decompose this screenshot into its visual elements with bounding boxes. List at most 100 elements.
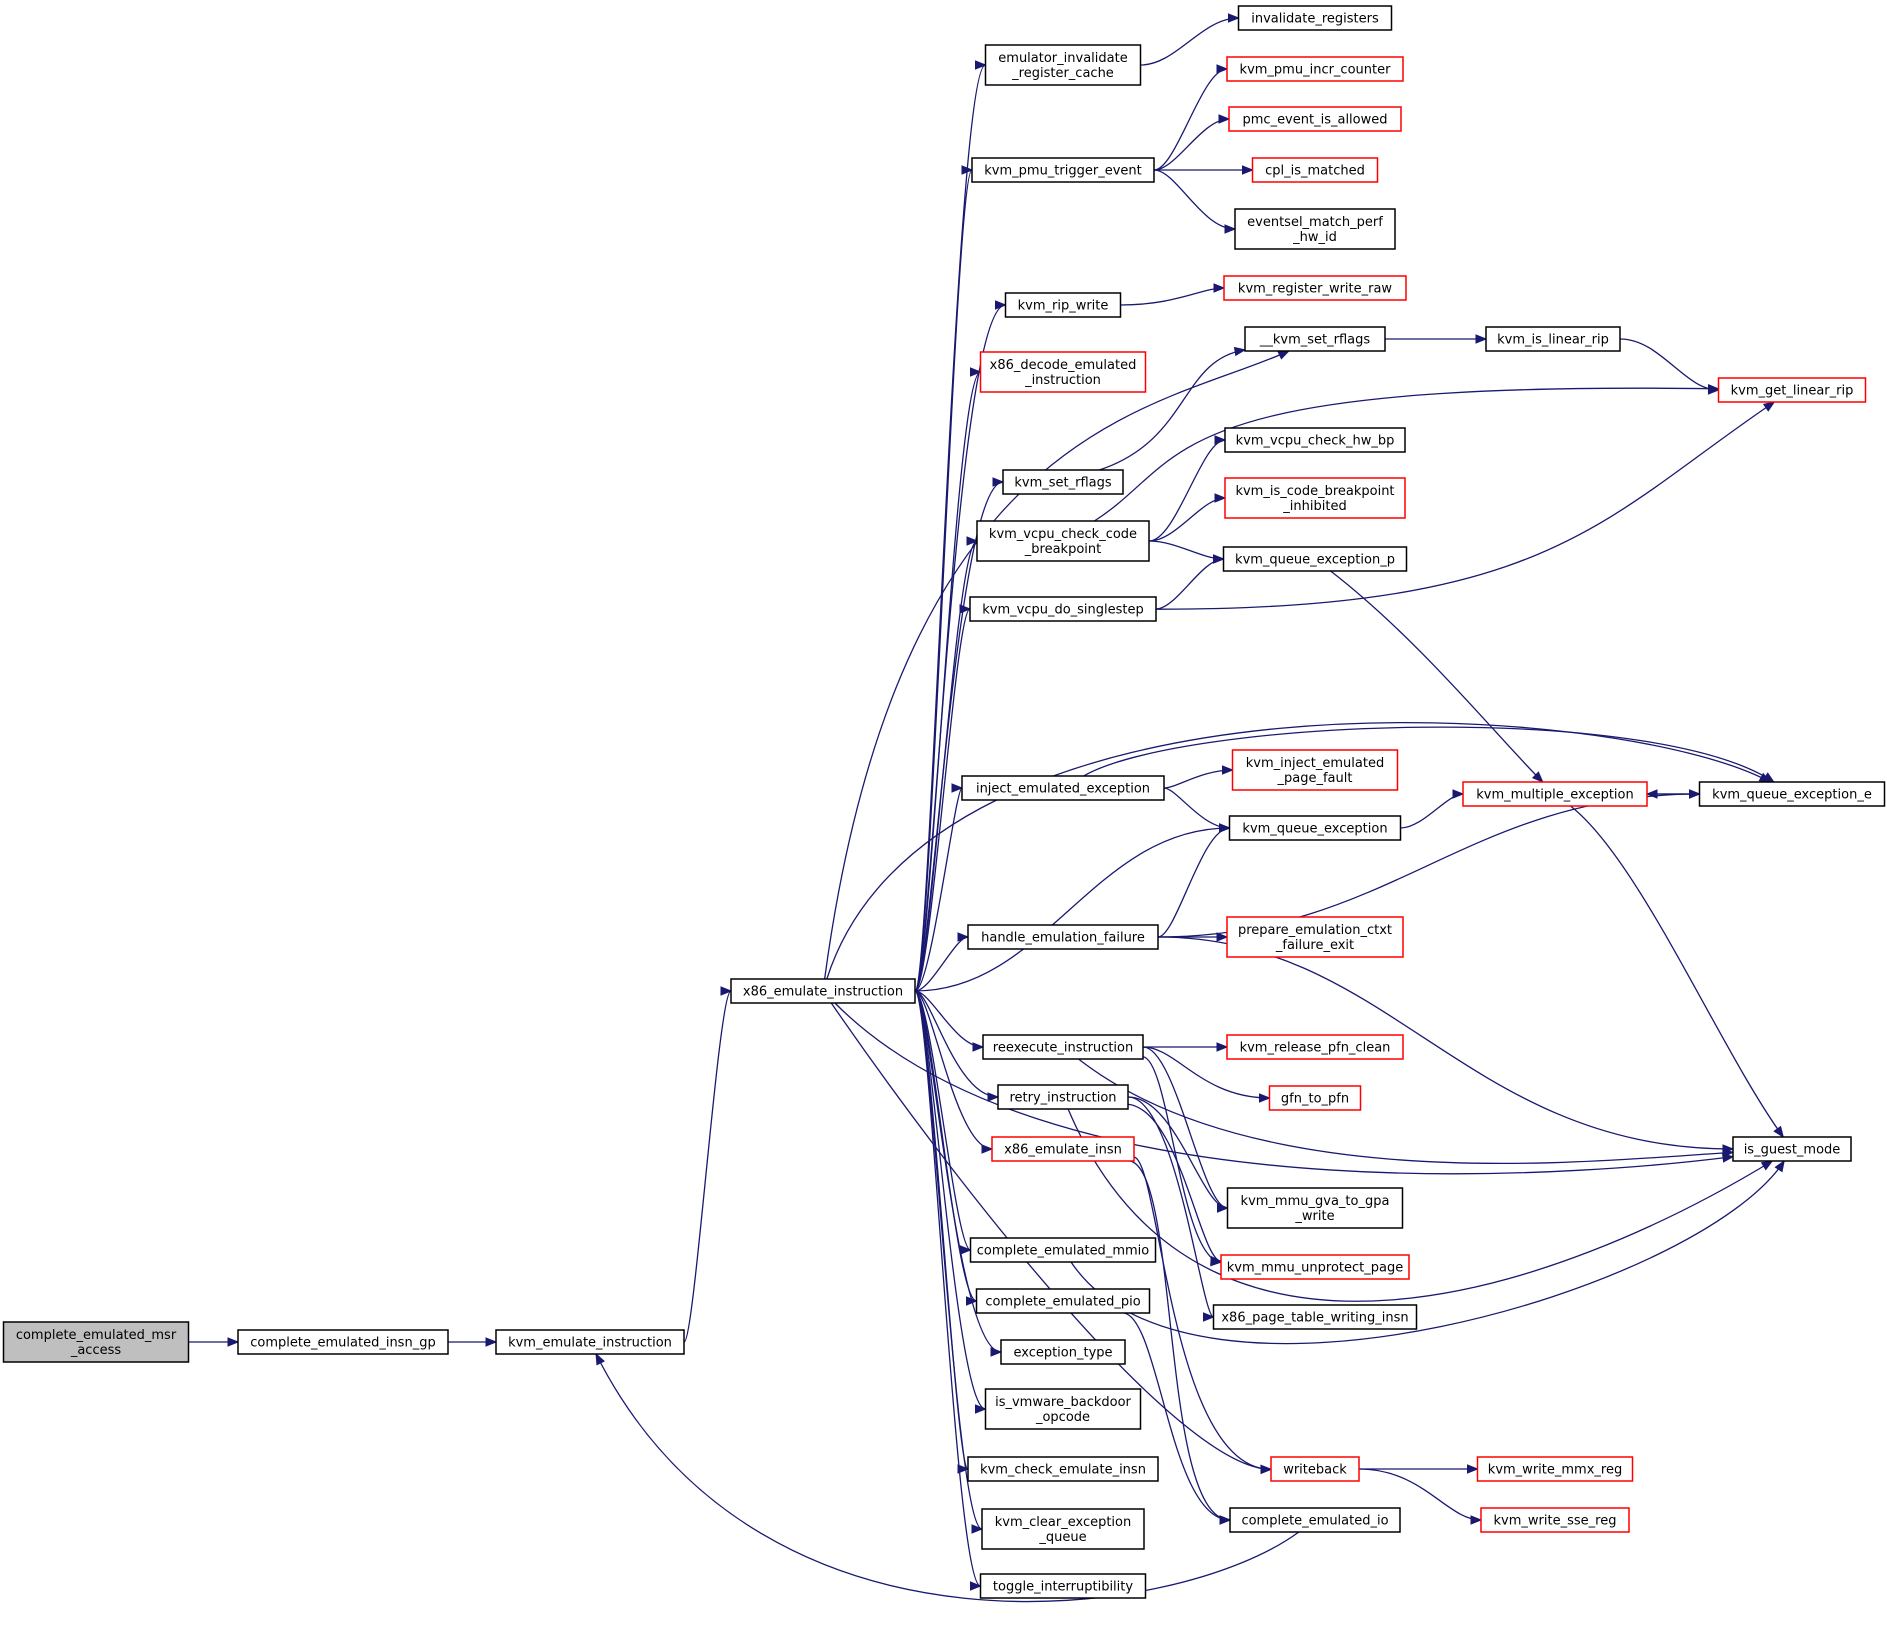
node-label: writeback <box>1283 1463 1347 1478</box>
node-label: inject_emulated_exception <box>976 782 1150 797</box>
node-x86_decode_emulated_instruction[interactable]: x86_decode_emulated_instruction <box>979 351 1147 393</box>
node-label: retry_instruction <box>1009 1091 1116 1106</box>
node-label: kvm_mmu_unprotect_page <box>1227 1261 1404 1276</box>
node-box <box>1251 157 1379 183</box>
node-label: pmc_event_is_allowed <box>1243 113 1388 128</box>
node-reexecute_instruction[interactable]: reexecute_instruction <box>982 1034 1144 1060</box>
node-kvm_mmu_gva_to_gpa_write[interactable]: kvm_mmu_gva_to_gpa_write <box>1226 1187 1404 1229</box>
node-is_guest_mode[interactable]: is_guest_mode <box>1732 1136 1852 1162</box>
arrowhead-complete_emulated_msr_access-to-complete_emulated_insn_gp <box>227 1337 240 1347</box>
node-kvm_register_write_raw[interactable]: kvm_register_write_raw <box>1223 275 1407 301</box>
node-box <box>1224 477 1406 519</box>
node-kvm_pmu_incr_counter[interactable]: kvm_pmu_incr_counter <box>1226 56 1404 82</box>
edge-emulator_invalidate_register_cache-to-invalidate_registers <box>1140 17 1239 66</box>
edge-kvm_vcpu_check_code_breakpoint-to-kvm_vcpu_check_hw_bp <box>1148 439 1226 542</box>
node-kvm_queue_exception_e[interactable]: kvm_queue_exception_e <box>1698 781 1886 807</box>
node-label: kvm_check_emulate_insn <box>980 1463 1146 1478</box>
arrowhead-reexecute_instruction-to-kvm_release_pfn_clean <box>1216 1042 1229 1052</box>
node-kvm_vcpu_check_hw_bp[interactable]: kvm_vcpu_check_hw_bp <box>1224 427 1406 453</box>
node-kvm_multiple_exception[interactable]: kvm_multiple_exception <box>1462 781 1648 807</box>
edge-kvm_vcpu_do_singlestep-to-kvm_queue_exception_p <box>1155 558 1224 610</box>
node-kvm_release_pfn_clean[interactable]: kvm_release_pfn_clean <box>1226 1034 1404 1060</box>
node-retry_instruction[interactable]: retry_instruction <box>997 1084 1129 1110</box>
node-box <box>1000 1339 1126 1365</box>
node-is_vmware_backdoor_opcode[interactable]: is_vmware_backdoor_opcode <box>984 1388 1142 1430</box>
node-kvm_queue_exception[interactable]: kvm_queue_exception <box>1228 815 1402 841</box>
arrowhead-x86_emulate_instruction-to-handle_emulation_failure <box>957 932 970 942</box>
node-emulator_invalidate_register_cache[interactable]: emulator_invalidate_register_cache <box>984 44 1142 86</box>
node-label: __kvm_set_rflags <box>1259 333 1371 348</box>
arrowhead-x86_emulate_instruction-to-kvm_rip_write <box>995 300 1007 310</box>
node-label: kvm_clear_exception <box>995 1515 1132 1530</box>
node-x86_emulate_instruction[interactable]: x86_emulate_instruction <box>730 978 916 1004</box>
node-toggle_interruptibility[interactable]: toggle_interruptibility <box>979 1573 1147 1599</box>
node-label: _opcode <box>1035 1410 1090 1425</box>
edge-x86_emulate_instruction-to-__kvm_set_rflags <box>823 350 1290 980</box>
node-label: _hw_id <box>1292 230 1337 245</box>
node-kvm_rip_write[interactable]: kvm_rip_write <box>1004 292 1122 318</box>
node-exception_type[interactable]: exception_type <box>1000 1339 1126 1365</box>
node-prepare_emulation_ctxt_failure_exit[interactable]: prepare_emulation_ctxt_failure_exit <box>1226 916 1404 958</box>
arrowhead-x86_emulate_instruction-to-kvm_vcpu_do_singlestep <box>959 604 972 614</box>
node-label: emulator_invalidate <box>998 51 1127 66</box>
arrowhead-kvm_set_rflags-to-__kvm_set_rflags <box>1233 346 1247 357</box>
node-box <box>1226 1034 1404 1060</box>
node-kvm_inject_emulated_page_fault[interactable]: kvm_inject_emulated_page_fault <box>1231 749 1399 791</box>
node-complete_emulated_pio[interactable]: complete_emulated_pio <box>975 1288 1151 1314</box>
node-label: kvm_set_rflags <box>1014 476 1112 491</box>
node-box <box>979 1573 1147 1599</box>
node-kvm_set_rflags[interactable]: kvm_set_rflags <box>1002 469 1124 495</box>
node-kvm_is_linear_rip[interactable]: kvm_is_linear_rip <box>1485 326 1621 352</box>
node-label: _breakpoint <box>1024 542 1101 557</box>
node-box <box>984 44 1142 86</box>
arrowhead-retry_instruction-to-kvm_mmu_unprotect_page <box>1210 1255 1223 1266</box>
node-eventsel_match_perf_hw_id[interactable]: eventsel_match_perf_hw_id <box>1234 208 1396 250</box>
node-kvm_mmu_unprotect_page[interactable]: kvm_mmu_unprotect_page <box>1220 1254 1410 1280</box>
node-complete_emulated_msr_access[interactable]: complete_emulated_msr_access <box>2 1321 190 1363</box>
node-kvm_pmu_trigger_event[interactable]: kvm_pmu_trigger_event <box>971 157 1155 183</box>
node-complete_emulated_mmio[interactable]: complete_emulated_mmio <box>969 1237 1157 1263</box>
node-kvm_is_code_breakpoint_inhibited[interactable]: kvm_is_code_breakpoint_inhibited <box>1224 477 1406 519</box>
node-handle_emulation_failure[interactable]: handle_emulation_failure <box>967 924 1159 950</box>
node-kvm_vcpu_do_singlestep[interactable]: kvm_vcpu_do_singlestep <box>969 596 1157 622</box>
node-kvm_vcpu_check_code_breakpoint[interactable]: kvm_vcpu_check_code_breakpoint <box>976 520 1150 562</box>
node-writeback[interactable]: writeback <box>1270 1456 1360 1482</box>
node-kvm_clear_exception_queue[interactable]: kvm_clear_exception_queue <box>981 1508 1145 1550</box>
edge-x86_emulate_instruction-to-inject_emulated_exception <box>914 787 963 992</box>
arrowhead-complete_emulated_insn_gp-to-kvm_emulate_instruction <box>485 1337 498 1347</box>
edge-kvm_pmu_trigger_event-to-eventsel_match_perf_hw_id <box>1153 169 1236 230</box>
node-pmc_event_is_allowed[interactable]: pmc_event_is_allowed <box>1228 106 1402 132</box>
node-x86_page_table_writing_insn[interactable]: x86_page_table_writing_insn <box>1212 1304 1418 1330</box>
node-x86_emulate_insn[interactable]: x86_emulate_insn <box>991 1136 1135 1162</box>
node-kvm_write_mmx_reg[interactable]: kvm_write_mmx_reg <box>1476 1456 1634 1482</box>
node-cpl_is_matched[interactable]: cpl_is_matched <box>1251 157 1379 183</box>
node-kvm_get_linear_rip[interactable]: kvm_get_linear_rip <box>1717 377 1867 403</box>
arrowhead-x86_emulate_instruction-to-toggle_interruptibility <box>970 1581 982 1591</box>
arrowhead-kvm_rip_write-to-kvm_register_write_raw <box>1213 283 1226 293</box>
node-inject_emulated_exception[interactable]: inject_emulated_exception <box>961 775 1165 801</box>
arrowhead-x86_emulate_instruction-to-kvm_vcpu_check_code_breakpoint <box>966 536 979 546</box>
arrowhead-kvm_pmu_trigger_event-to-kvm_pmu_incr_counter <box>1216 64 1229 74</box>
edge-retry_instruction-to-kvm_mmu_gva_to_gpa_write <box>1127 1096 1228 1209</box>
node-label: gfn_to_pfn <box>1281 1092 1349 1107</box>
node-label: x86_page_table_writing_insn <box>1221 1311 1408 1326</box>
node-__kvm_set_rflags[interactable]: __kvm_set_rflags <box>1244 326 1386 352</box>
node-kvm_emulate_instruction[interactable]: kvm_emulate_instruction <box>495 1329 685 1355</box>
node-complete_emulated_io[interactable]: complete_emulated_io <box>1229 1507 1401 1533</box>
node-invalidate_registers[interactable]: invalidate_registers <box>1237 5 1393 31</box>
edge-x86_emulate_instruction-to-toggle_interruptibility <box>914 990 982 1587</box>
arrowhead-x86_emulate_instruction-to-inject_emulated_exception <box>951 783 964 793</box>
arrowhead-reexecute_instruction-to-gfn_to_pfn <box>1259 1093 1271 1103</box>
node-box <box>1462 781 1648 807</box>
node-kvm_write_sse_reg[interactable]: kvm_write_sse_reg <box>1480 1507 1630 1533</box>
node-box <box>1231 749 1399 791</box>
node-label: kvm_is_linear_rip <box>1497 333 1609 348</box>
arrowhead-writeback-to-kvm_write_sse_reg <box>1470 1515 1483 1525</box>
node-kvm_queue_exception_p[interactable]: kvm_queue_exception_p <box>1222 546 1408 572</box>
node-complete_emulated_insn_gp[interactable]: complete_emulated_insn_gp <box>237 1329 449 1355</box>
edge-kvm_is_linear_rip-to-kvm_get_linear_rip <box>1619 338 1719 391</box>
node-gfn_to_pfn[interactable]: gfn_to_pfn <box>1268 1085 1362 1111</box>
arrowhead-x86_emulate_instruction-to-exception_type <box>990 1347 1003 1357</box>
node-label: kvm_write_sse_reg <box>1494 1514 1617 1529</box>
node-kvm_check_emulate_insn[interactable]: kvm_check_emulate_insn <box>967 1456 1159 1482</box>
